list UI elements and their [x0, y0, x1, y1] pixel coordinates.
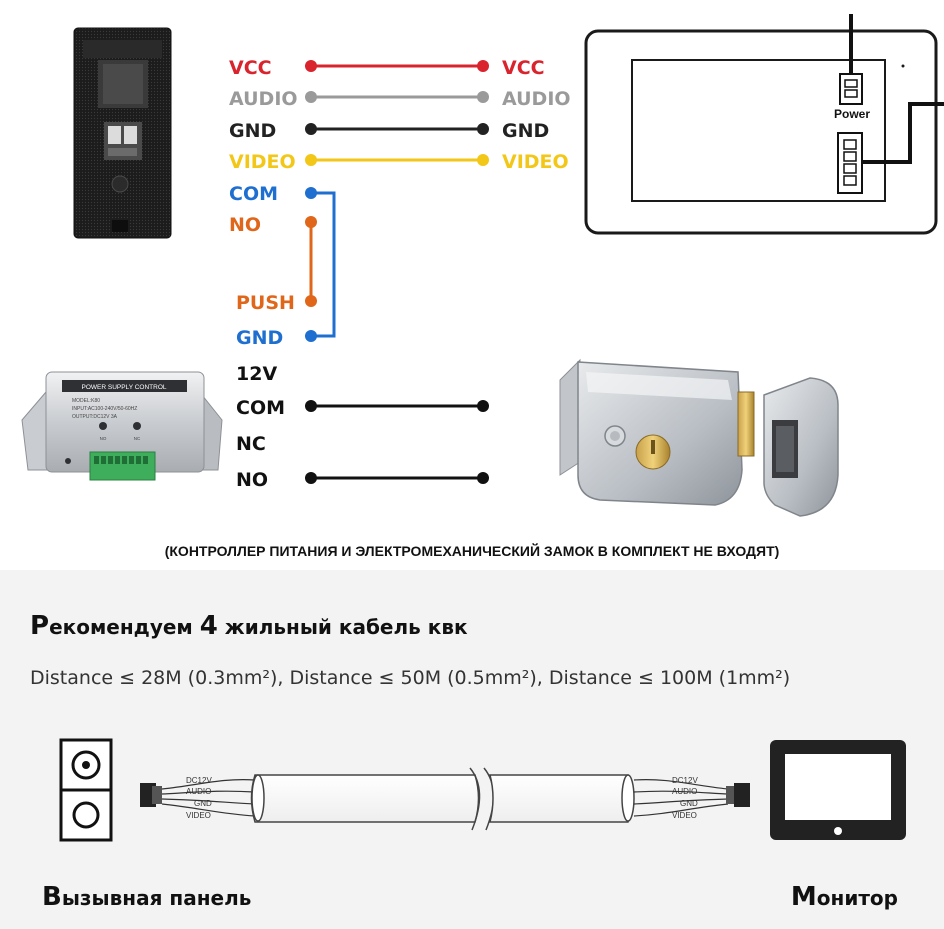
power-connector: [839, 73, 863, 105]
label-right-video: VIDEO: [502, 151, 569, 173]
wire-lock-com: [305, 400, 489, 412]
signal-wire: [862, 102, 944, 164]
psu-line-2: INPUT:AC100-240V/50-60HZ: [72, 406, 137, 412]
label-left-com: COM: [229, 183, 278, 205]
door-station-device: [73, 27, 172, 239]
label-right-vcc: VCC: [502, 57, 545, 79]
cable-right-label-video: VIDEO: [672, 811, 697, 820]
label-left-gnd: GND: [229, 120, 276, 142]
caption-monitor: Монитор: [791, 882, 898, 912]
psu-title: POWER SUPPLY CONTROL: [82, 384, 167, 391]
distance-line: Distance ≤ 28M (0.3mm²), Distance ≤ 50M …: [30, 667, 790, 689]
wire-audio: [305, 91, 489, 103]
four-pin-connector: [837, 132, 863, 194]
label-lock-no: NO: [236, 469, 268, 491]
power-label: Power: [834, 107, 870, 121]
label-12v: 12V: [236, 363, 277, 385]
wire-lock-no: [305, 472, 489, 484]
cable-illustration: [140, 767, 750, 831]
cable-right-label-audio: AUDIO: [672, 787, 697, 796]
label-nc: NC: [236, 433, 266, 455]
kit-note: (КОНТРОЛЛЕР ПИТАНИЯ И ЭЛЕКТРОМЕХАНИЧЕСКИ…: [165, 542, 780, 559]
label-push: PUSH: [236, 292, 295, 314]
psu-button-2: NC: [134, 436, 141, 441]
wire-video: [305, 154, 489, 166]
door-station-icon: [59, 738, 113, 842]
label-lock-com: COM: [236, 397, 285, 419]
cable-left-label-dc12v: DC12V: [186, 776, 212, 785]
psu-line-1: MODEL:K80: [72, 398, 100, 404]
label-left-vcc: VCC: [229, 57, 272, 79]
wire-no-to-push: [305, 216, 317, 307]
cable-left-label-audio: AUDIO: [186, 787, 211, 796]
power-supply-controller: POWER SUPPLY CONTROL MODEL:K80 INPUT:AC1…: [21, 371, 223, 481]
wire-gnd: [305, 123, 489, 135]
wire-com-to-gnd: [305, 187, 336, 342]
electromechanical-lock: [559, 358, 839, 517]
monitor-icon: [770, 740, 906, 840]
cable-left-label-gnd: GND: [194, 799, 212, 808]
wire-vcc: [305, 60, 489, 72]
monitor-back-panel: Power: [584, 14, 944, 235]
cable-right-label-gnd: GND: [680, 799, 698, 808]
psu-button-1: NO: [100, 436, 107, 441]
label-right-audio: AUDIO: [502, 88, 571, 110]
label-left-video: VIDEO: [229, 151, 296, 173]
psu-line-3: OUTPUT:DC12V 3A: [72, 414, 118, 420]
cable-right-label-dc12v: DC12V: [672, 776, 698, 785]
cable-left-label-video: VIDEO: [186, 811, 211, 820]
label-left-audio: AUDIO: [229, 88, 298, 110]
label-right-gnd: GND: [502, 120, 549, 142]
caption-call-panel: Вызывная панель: [42, 882, 251, 912]
label-left-no: NO: [229, 214, 261, 236]
recommend-heading: Рекомендуем 4 жильный кабель квк: [30, 611, 468, 641]
label-push-gnd: GND: [236, 327, 283, 349]
